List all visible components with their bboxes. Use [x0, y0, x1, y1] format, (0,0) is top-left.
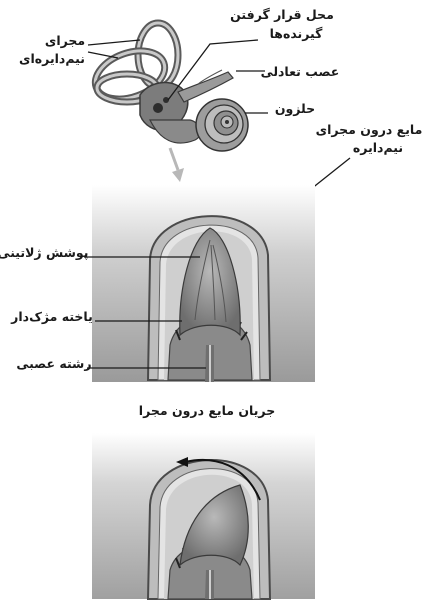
label-cochlea: حلزون — [275, 101, 315, 116]
label-fluid-line2: نیم‌دایره — [353, 140, 403, 155]
label-canal-line2: نیم‌دایره‌ای — [19, 51, 85, 66]
label-fiber: رشته عصبی — [16, 356, 91, 371]
label-receptor-line1: محل قرار گرفتن — [230, 7, 334, 22]
label-fluid-line1: مایع درون مجرای — [316, 122, 423, 137]
label-flow: جریان مایع درون مجرا — [139, 403, 275, 418]
ampulla-resting — [92, 185, 315, 382]
label-hair-cell: یاخته مژک‌دار — [10, 309, 93, 324]
inner-ear-illustration — [89, 23, 248, 182]
cochlea — [196, 99, 248, 151]
ampulla-deflected — [92, 433, 315, 599]
label-nerve: عصب تعادلی — [261, 64, 340, 79]
label-receptor-line2: گیرنده‌ها — [270, 26, 324, 41]
label-canal-line1: مجرای — [45, 33, 85, 48]
label-gel: پوشش ژلاتینی — [0, 245, 88, 260]
down-arrow — [170, 148, 178, 170]
